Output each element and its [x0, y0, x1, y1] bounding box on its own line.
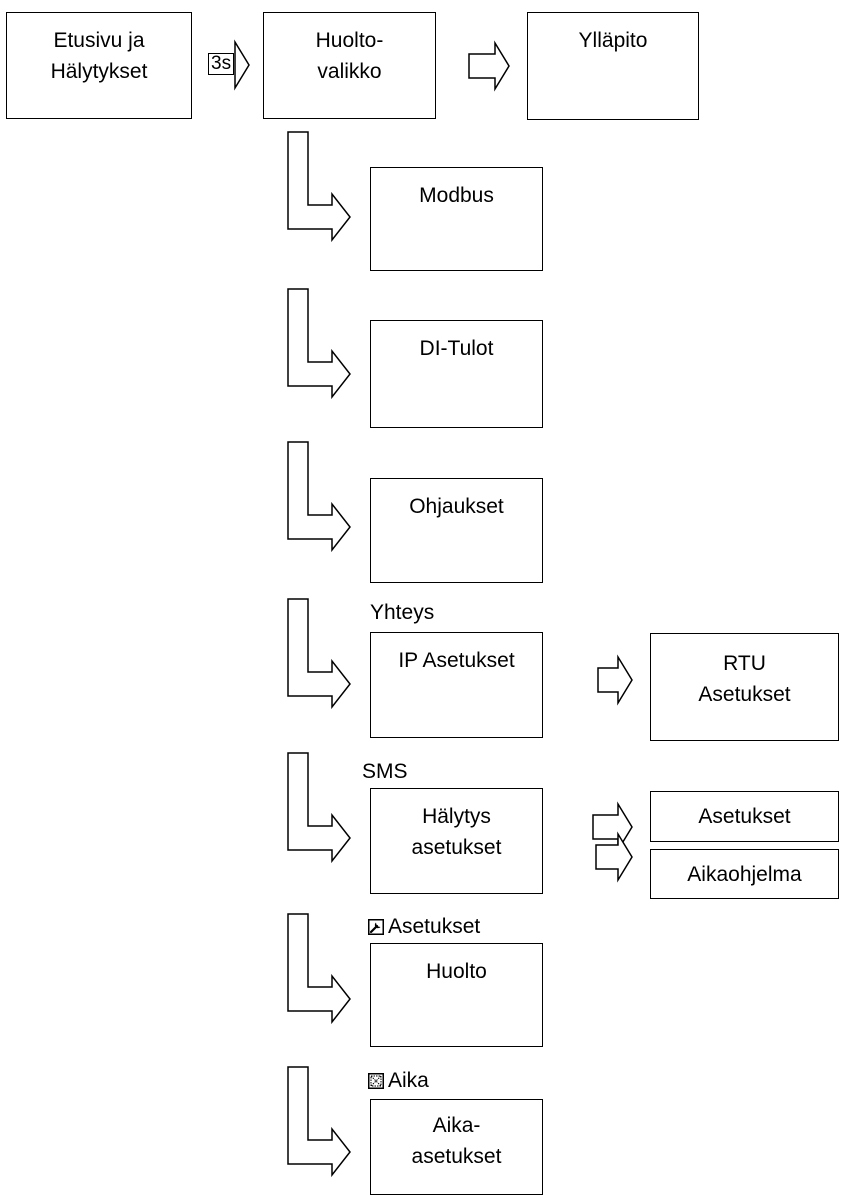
arrow-to-huolto — [287, 913, 351, 1025]
node-aika-asetukset-label: Aika- asetukset — [411, 1114, 502, 1168]
node-ip-asetukset: IP Asetukset — [370, 632, 543, 738]
node-sms-asetukset: Asetukset — [650, 791, 839, 842]
caption-yhteys-text: Yhteys — [370, 601, 435, 624]
node-rtu-asetukset: RTU Asetukset — [650, 633, 839, 741]
node-etusivu-label: Etusivu ja Hälytykset — [50, 29, 148, 83]
node-yllapito: Ylläpito — [527, 12, 699, 120]
arrow-huolto-to-next — [595, 831, 633, 883]
arrow-etusivu-to-huoltovalikko — [234, 39, 250, 91]
caption-sms-text: SMS — [362, 760, 408, 783]
arrow-ip-to-rtu — [597, 654, 633, 706]
node-di-tulot: DI-Tulot — [370, 320, 543, 428]
node-halytys-asetukset-label: Hälytys asetukset — [411, 805, 502, 859]
node-ohjaukset-label: Ohjaukset — [409, 495, 504, 518]
node-aika-asetukset: Aika- asetukset — [370, 1099, 543, 1195]
long-press-badge: 3s — [208, 53, 235, 75]
arrow-huoltovalikko-to-yllapito — [468, 40, 510, 92]
node-di-tulot-label: DI-Tulot — [419, 337, 494, 360]
node-huolto: Huolto — [370, 943, 543, 1047]
arrow-to-di-tulot — [287, 288, 351, 400]
arrow-to-ohjaukset — [287, 441, 351, 553]
caption-aika-text: Aika — [388, 1069, 429, 1092]
node-etusivu: Etusivu ja Hälytykset — [6, 12, 192, 119]
arrow-to-ip-asetukset — [287, 598, 351, 710]
node-aikaohjelma: Aikaohjelma — [650, 849, 839, 899]
caption-yhteys: Yhteys — [370, 601, 434, 625]
arrow-halytys-to-sms-asetukset — [592, 801, 633, 853]
caption-asetukset-text: Asetukset — [388, 915, 481, 938]
node-modbus-label: Modbus — [419, 184, 494, 207]
caption-sms: SMS — [362, 760, 408, 784]
arrow-to-aika-asetukset — [287, 1066, 351, 1178]
calendar-icon — [368, 1073, 384, 1089]
node-rtu-asetukset-label: RTU Asetukset — [698, 652, 791, 706]
node-halytys-asetukset: Hälytys asetukset — [370, 788, 543, 894]
node-ip-asetukset-label: IP Asetukset — [398, 649, 515, 672]
node-modbus: Modbus — [370, 167, 543, 271]
node-huoltovalikko: Huolto- valikko — [263, 12, 436, 119]
node-sms-asetukset-label: Asetukset — [698, 805, 791, 828]
arrow-to-modbus — [287, 131, 351, 243]
caption-aika: Aika — [368, 1069, 429, 1093]
wrench-icon — [368, 919, 384, 935]
arrow-to-halytys-asetukset — [287, 752, 351, 864]
node-ohjaukset: Ohjaukset — [370, 478, 543, 583]
caption-asetukset: Asetukset — [368, 915, 480, 939]
node-yllapito-label: Ylläpito — [578, 29, 648, 52]
node-huoltovalikko-label: Huolto- valikko — [315, 29, 384, 83]
node-aikaohjelma-label: Aikaohjelma — [687, 863, 802, 886]
node-huolto-label: Huolto — [426, 960, 487, 983]
